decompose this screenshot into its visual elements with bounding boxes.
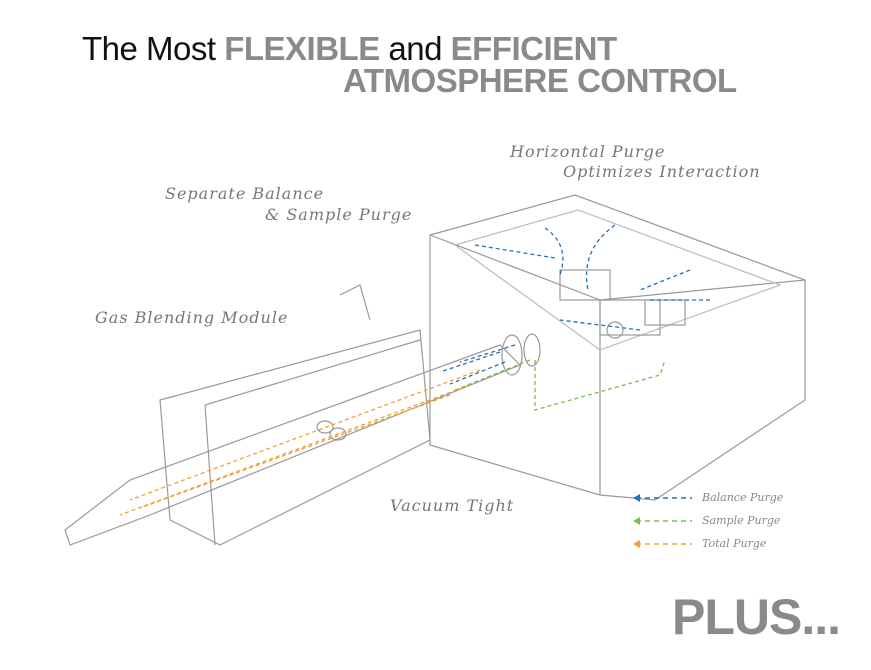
plus-footer: PLUS... <box>672 589 841 645</box>
green-dashed-arrow-icon <box>633 516 692 525</box>
annotation-gas-blending: Gas Blending Module <box>95 308 289 327</box>
annotation-separate-balance: Separate Balance <box>165 184 325 203</box>
annotation-sample-purge: & Sample Purge <box>265 205 413 224</box>
annotation-horizontal-purge: Horizontal Purge <box>510 142 666 161</box>
blue-dashed-arrow-icon <box>633 493 692 502</box>
legend-balance-purge: Balance Purge <box>632 486 783 509</box>
legend: Balance Purge Sample Purge Total Purge <box>632 486 783 555</box>
annotation-vacuum-tight: Vacuum Tight <box>390 496 515 515</box>
legend-sample-purge: Sample Purge <box>632 509 783 532</box>
annotation-optimizes-interaction: Optimizes Interaction <box>563 162 761 181</box>
headline-line1: The Most FLEXIBLE and EFFICIENT <box>82 30 617 67</box>
headline-line2: ATMOSPHERE CONTROL <box>343 62 737 99</box>
legend-total-purge: Total Purge <box>632 532 783 555</box>
orange-dashed-arrow-icon <box>633 539 692 548</box>
